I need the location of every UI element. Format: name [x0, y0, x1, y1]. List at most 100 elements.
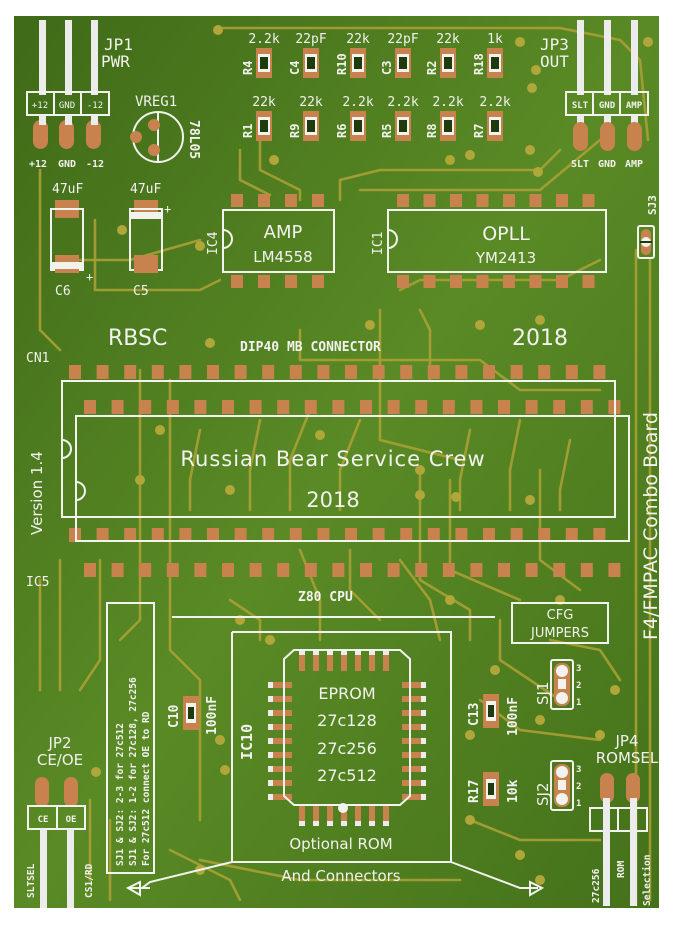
- dip-pad: [84, 563, 96, 577]
- ic-pad: [231, 194, 243, 207]
- dip-pad: [151, 365, 164, 379]
- jp4-ref: JP4: [614, 732, 638, 750]
- sj3-ref: SJ3: [646, 195, 659, 215]
- r17-ref: R17: [467, 780, 482, 803]
- sj3-solder-jumper[interactable]: SJ3: [637, 195, 659, 259]
- jp2-pin-ce: CE: [38, 815, 49, 825]
- dip-pad: [317, 365, 330, 379]
- sj1-pin-2: 2: [576, 681, 581, 691]
- dip-pad: [442, 400, 455, 414]
- component-value: 22k: [346, 32, 370, 47]
- dip-pad: [345, 365, 357, 379]
- dip-pad: [139, 563, 152, 577]
- dip-pad: [84, 400, 96, 414]
- component-value: 1k: [487, 32, 503, 47]
- jp3-output-header[interactable]: SLT GND AMP SLT GND AMP JP3 OUT: [540, 20, 649, 170]
- ic10-eprom: IC10 EPROM 27c128 27c256 27c512 Optional…: [125, 616, 545, 897]
- sj1-pin-3: 3: [576, 664, 581, 674]
- ic-pad: [397, 194, 409, 207]
- cn1-ref: CN1: [26, 351, 49, 366]
- jp2-ref: JP2: [47, 734, 71, 752]
- dip-pad: [538, 365, 551, 379]
- dip-pad: [304, 563, 317, 577]
- dip-pad: [510, 365, 523, 379]
- plcc-pad: [270, 724, 292, 730]
- dip-pad: [372, 365, 385, 379]
- ic-pad: [582, 194, 595, 207]
- dip-pad: [262, 528, 275, 542]
- r17-value: 10k: [506, 779, 521, 803]
- year-top-label: 2018: [512, 326, 568, 351]
- ic-pad: [258, 194, 270, 207]
- note-line-2: SJ1 & SJ2: 1-2 for 27c128, 27c256: [128, 677, 139, 866]
- cfg-line-2: JUMPERS: [530, 626, 589, 641]
- cn1-label: DIP40 MB CONNECTOR: [240, 340, 381, 355]
- dip-pad: [470, 563, 483, 577]
- ic-pad: [258, 275, 270, 288]
- jp1-pin-1-label: +12: [32, 101, 48, 111]
- dip-pad: [483, 528, 495, 542]
- plcc-pad: [341, 655, 347, 671]
- dip-pad: [387, 563, 400, 577]
- ic-pad: [529, 194, 542, 207]
- component-value: 22k: [436, 32, 460, 47]
- dip-pad: [207, 365, 219, 379]
- dip-pad: [207, 528, 219, 542]
- dip-pad: [593, 365, 606, 379]
- dip-pad: [525, 400, 538, 414]
- dip-pad: [538, 528, 551, 542]
- plcc-pad: [402, 752, 424, 758]
- sj1-solder-jumper[interactable]: SJ1 3 2 1: [534, 659, 581, 710]
- jp1-power-header[interactable]: +12 GND -12 +12 GND -12 JP1 PWR: [26, 20, 133, 170]
- sj1-pin-1: 1: [576, 698, 581, 708]
- dip-pad: [166, 563, 179, 577]
- dip-pad: [289, 365, 302, 379]
- ic-pad: [503, 275, 515, 288]
- brand-label: RBSC: [108, 326, 167, 351]
- plcc-pad: [369, 655, 375, 671]
- dip-pad: [194, 400, 207, 414]
- jp4-label-selection: Selection: [642, 855, 653, 906]
- ic-pad: [529, 275, 542, 288]
- jp4-name: ROMSEL: [596, 749, 659, 767]
- jp2-pin-oe: OE: [66, 815, 77, 825]
- component-value: 22k: [252, 95, 276, 110]
- component-ref: R8: [425, 124, 439, 138]
- plcc-pad: [402, 738, 424, 744]
- jp4-romsel-header[interactable]: JP4 ROMSEL 27c256 ROM Selection: [589, 732, 659, 906]
- jp3-name: OUT: [540, 52, 569, 71]
- ic-pad: [397, 275, 409, 288]
- dip-pad: [498, 400, 510, 414]
- component-ref: R9: [288, 124, 302, 138]
- sj2-solder-jumper[interactable]: SJ2 3 2 1: [534, 760, 581, 811]
- dip-pad: [455, 528, 468, 542]
- ic-pad: [503, 194, 515, 207]
- ic4-amplifier: IC4 AMP LM4558: [206, 194, 335, 288]
- c5-value: 47uF: [130, 182, 161, 197]
- ic-pad: [556, 194, 568, 207]
- dip-pad: [415, 400, 428, 414]
- plcc-pad: [383, 806, 389, 822]
- component-value: 22pF: [295, 32, 326, 47]
- version-label: Version 1.4: [28, 451, 46, 535]
- component-ref: R5: [380, 124, 394, 138]
- dip-pad: [96, 365, 109, 379]
- ic-pad: [556, 275, 568, 288]
- dip-pad: [194, 563, 207, 577]
- center-crew-text: Russian Bear Service Crew: [180, 447, 485, 471]
- ic10-line-4: 27c512: [317, 766, 377, 785]
- plcc-pad: [270, 696, 292, 702]
- plcc-pad: [402, 710, 424, 716]
- dip-pad: [565, 365, 578, 379]
- plcc-pad: [327, 655, 333, 671]
- ic10-line-3: 27c256: [317, 739, 377, 758]
- ic-pad: [450, 194, 462, 207]
- jp2-ce-oe-header[interactable]: JP2 CE/OE CE OE SLTSEL CS1/RD: [26, 734, 95, 908]
- cfg-jumpers-box: CFG JUMPERS: [511, 602, 609, 644]
- dip-pad: [249, 400, 262, 414]
- dip-pad: [304, 400, 317, 414]
- ic-pad: [285, 275, 297, 288]
